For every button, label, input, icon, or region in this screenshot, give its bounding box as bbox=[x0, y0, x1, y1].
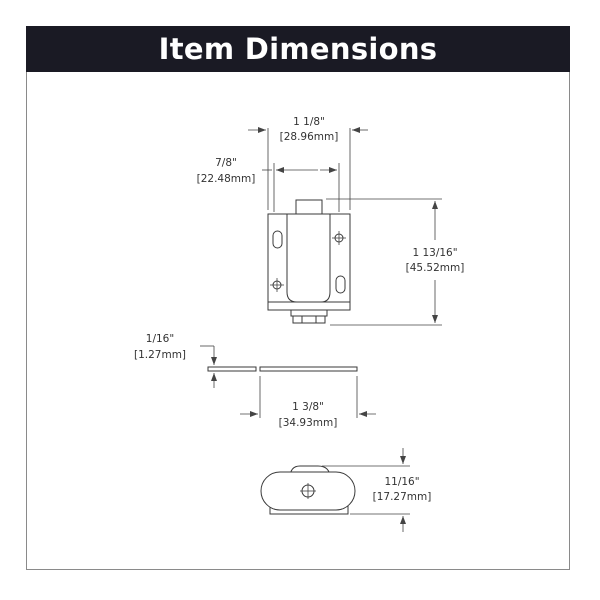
width-body-metric: [22.48mm] bbox=[197, 173, 256, 185]
width-overall-metric: [28.96mm] bbox=[280, 131, 339, 143]
depth-imperial: 11/16" bbox=[384, 476, 419, 488]
latch-front-view bbox=[267, 199, 351, 324]
title-banner: Item Dimensions bbox=[26, 26, 570, 72]
dimension-plate-length: 1 3/8" [34.93mm] bbox=[240, 376, 376, 429]
width-overall-imperial: 1 1/8" bbox=[293, 116, 325, 128]
dimension-height: 1 13/16" [45.52mm] bbox=[326, 198, 465, 326]
plate-length-imperial: 1 3/8" bbox=[292, 401, 324, 413]
height-imperial: 1 13/16" bbox=[412, 247, 457, 259]
height-metric: [45.52mm] bbox=[406, 262, 465, 274]
plate-length-metric: [34.93mm] bbox=[279, 417, 338, 429]
depth-metric: [17.27mm] bbox=[373, 491, 432, 503]
page-title: Item Dimensions bbox=[158, 32, 438, 66]
plate-thickness-imperial: 1/16" bbox=[146, 333, 174, 345]
latch-top-view bbox=[260, 465, 356, 515]
strike-plate-side-view bbox=[207, 366, 358, 372]
dimension-width-overall: 1 1/8" [28.96mm] bbox=[248, 116, 368, 210]
dimension-plate-thickness: 1/16" [1.27mm] bbox=[134, 333, 217, 388]
dimension-width-body: 7/8" [22.48mm] bbox=[197, 157, 340, 212]
width-body-imperial: 7/8" bbox=[215, 157, 237, 169]
plate-thickness-metric: [1.27mm] bbox=[134, 349, 186, 361]
dimension-depth: 11/16" [17.27mm] bbox=[322, 448, 431, 532]
